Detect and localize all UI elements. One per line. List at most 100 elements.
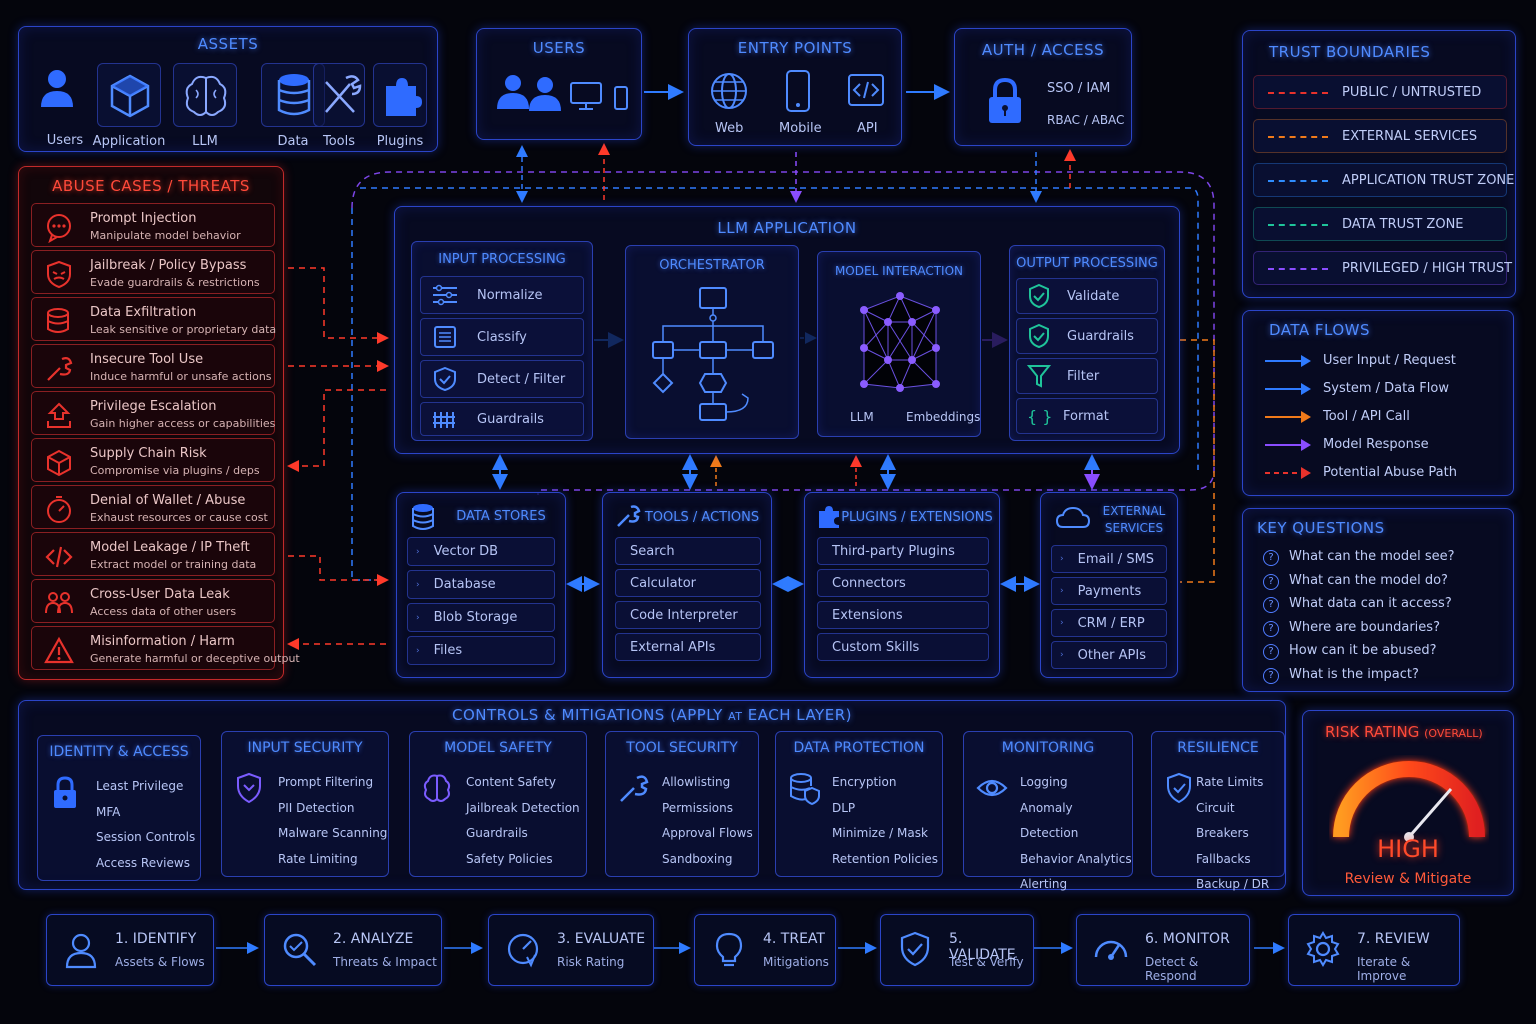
list-item-label: Other APIs bbox=[1077, 647, 1146, 663]
list-item[interactable]: Custom Skills bbox=[817, 633, 989, 661]
list-item[interactable]: ›Database bbox=[407, 570, 555, 599]
control-item: Fallbacks bbox=[1196, 851, 1251, 866]
plugins-extensions-panel: PLUGINS / EXTENSIONS Third-party Plugins… bbox=[804, 492, 1000, 678]
user-icon bbox=[41, 70, 73, 107]
list-item[interactable]: External APIs bbox=[615, 633, 761, 661]
list-item[interactable]: ›CRM / ERP bbox=[1051, 609, 1167, 637]
controls-title-at: AT bbox=[728, 710, 743, 723]
asset-tools[interactable]: Tools bbox=[313, 63, 365, 149]
output-validate-row[interactable]: Validate bbox=[1016, 278, 1158, 314]
neural-network-icon bbox=[860, 292, 940, 392]
output-guardrails-row[interactable]: Guardrails bbox=[1016, 318, 1158, 354]
control-item: Rate Limiting bbox=[278, 851, 358, 866]
gauge-icon bbox=[507, 933, 539, 968]
asset-users[interactable]: Users bbox=[33, 63, 97, 148]
list-item[interactable]: ›Files bbox=[407, 636, 555, 665]
stopwatch-icon bbox=[47, 496, 71, 523]
trust-boundary-item: DATA TRUST ZONE bbox=[1253, 207, 1507, 241]
entry-points-panel: ENTRY POINTS Web Mobile API bbox=[688, 28, 902, 146]
external-services-title-1: EXTERNAL bbox=[1102, 504, 1166, 518]
threat-name: Supply Chain Risk bbox=[90, 446, 207, 461]
puzzle-icon bbox=[386, 78, 422, 116]
wrench-icon bbox=[620, 775, 649, 802]
threat-description: Induce harmful or unsafe actions bbox=[90, 370, 272, 383]
input-processing-title: INPUT PROCESSING bbox=[438, 252, 566, 267]
risk-action: Review & Mitigate bbox=[1344, 871, 1472, 887]
control-group-title: DATA PROTECTION bbox=[793, 740, 925, 756]
step-description: Threats & Impact bbox=[333, 955, 437, 969]
list-item[interactable]: Third-party Plugins bbox=[817, 537, 989, 565]
input-normalize-row[interactable]: Normalize bbox=[420, 276, 584, 314]
input-item-label: Guardrails bbox=[477, 411, 544, 427]
list-item[interactable]: ›Payments bbox=[1051, 577, 1167, 605]
input-classify-row[interactable]: Classify bbox=[420, 318, 584, 356]
user-icon bbox=[65, 933, 97, 969]
chevron-right-icon: › bbox=[416, 546, 420, 557]
chevron-right-icon: › bbox=[416, 612, 420, 623]
list-item[interactable]: ›Vector DB bbox=[407, 537, 555, 566]
funnel-icon bbox=[1026, 365, 1052, 388]
input-item-label: Classify bbox=[477, 329, 527, 345]
users-leak-icon bbox=[45, 592, 73, 614]
control-item: Guardrails bbox=[466, 826, 528, 840]
model-interaction-title: MODEL INTERACTION bbox=[834, 264, 964, 278]
shield-down-icon bbox=[237, 772, 261, 804]
list-item[interactable]: Search bbox=[615, 537, 761, 565]
output-format-row[interactable]: { } Format bbox=[1016, 398, 1158, 434]
data-flows-title: DATA FLOWS bbox=[1269, 321, 1371, 339]
trust-boundary-label: DATA TRUST ZONE bbox=[1342, 217, 1464, 232]
code-icon bbox=[848, 74, 884, 106]
control-item: Safety Policies bbox=[466, 851, 553, 866]
input-guardrails-row[interactable]: Guardrails bbox=[420, 402, 584, 436]
trust-boundary-item: PRIVILEGED / HIGH TRUST bbox=[1253, 251, 1512, 285]
lock-icon bbox=[54, 776, 76, 808]
gear-icon bbox=[1306, 931, 1340, 967]
asset-plugins[interactable]: Plugins bbox=[373, 63, 427, 149]
key-question: ?What can the model do? bbox=[1263, 573, 1448, 590]
step-description: Test & Verify bbox=[949, 955, 1024, 969]
list-item[interactable]: Code Interpreter bbox=[615, 601, 761, 629]
asset-label: LLM bbox=[192, 134, 218, 149]
output-filter-row[interactable]: Filter bbox=[1016, 358, 1158, 394]
key-question: ?What data can it access? bbox=[1263, 596, 1452, 613]
external-services-panel: EXTERNAL SERVICES ›Email / SMS›Payments›… bbox=[1040, 492, 1178, 678]
asset-application[interactable]: Application bbox=[93, 63, 165, 149]
package-icon bbox=[47, 449, 71, 477]
controls-title: CONTROLS & MITIGATIONS (APPLY AT EACH LA… bbox=[19, 706, 1285, 724]
threat-description: Manipulate model behavior bbox=[90, 229, 241, 242]
list-item[interactable]: ›Email / SMS bbox=[1051, 545, 1167, 573]
asset-llm[interactable]: LLM bbox=[173, 63, 237, 149]
list-item[interactable]: Connectors bbox=[817, 569, 989, 597]
list-item[interactable]: ›Blob Storage bbox=[407, 603, 555, 632]
list-item[interactable]: ›Other APIs bbox=[1051, 641, 1167, 669]
threat-name: Model Leakage / IP Theft bbox=[90, 540, 250, 555]
control-item: Logging bbox=[1020, 775, 1068, 789]
auth-access-title: AUTH / ACCESS bbox=[981, 41, 1105, 59]
input-detect-row[interactable]: Detect / Filter bbox=[420, 360, 584, 398]
risk-title-text: RISK RATING bbox=[1325, 723, 1420, 741]
list-item[interactable]: Calculator bbox=[615, 569, 761, 597]
threat-name: Misinformation / Harm bbox=[90, 634, 235, 649]
list-item[interactable]: Extensions bbox=[817, 601, 989, 629]
